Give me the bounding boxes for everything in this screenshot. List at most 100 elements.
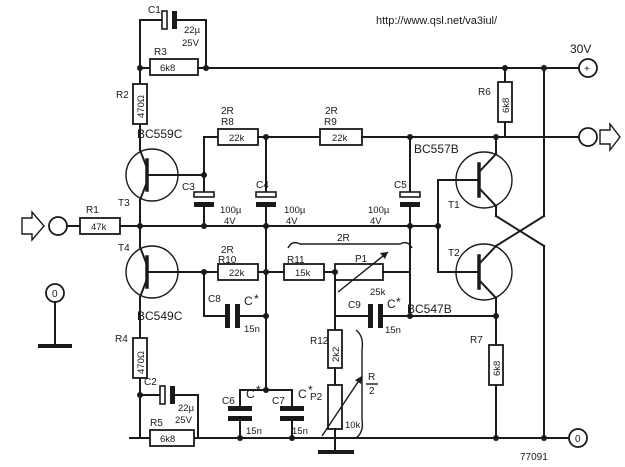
resistor-r2: R2 470Ω (116, 67, 148, 141)
two-r-bracket: 2R (287, 233, 413, 249)
r6-value: 6k8 (501, 98, 512, 113)
transistor-t3: BC559C T3 (118, 127, 183, 209)
resistor-r11: R11 15k (283, 255, 325, 281)
c4-ref: C4 (256, 180, 269, 191)
transistor-t4: T4 BC549C (118, 243, 183, 323)
ground-label-left: 0 (52, 289, 58, 300)
r10-ref: R10 (218, 255, 237, 266)
c6-value: 15n (246, 426, 262, 437)
c7-value: 15n (292, 426, 308, 437)
resistor-r12: R12 2k2 (310, 329, 343, 369)
c7-ref: C7 (272, 396, 285, 407)
t1-type: BC557B (414, 142, 459, 156)
r2-value: 470Ω (136, 95, 147, 118)
c1-ref: C1 (148, 5, 161, 16)
r7-value: 6k8 (492, 361, 503, 376)
c6-ref: C6 (222, 396, 235, 407)
resistor-r7: R7 6k8 (470, 297, 504, 439)
capacitor-c2: C2 22µ 25V (139, 377, 199, 439)
c3-ref: C3 (182, 182, 195, 193)
supply-terminal: + 30V (570, 42, 598, 78)
c8-star: * (254, 292, 259, 306)
r7-ref: R7 (470, 335, 483, 346)
c9-tag: C (387, 297, 396, 311)
c2-ref: C2 (144, 377, 157, 388)
capacitor-c4: C4 100µ 4V (255, 136, 306, 227)
source-url: http://www.qsl.net/va3iul/ (376, 15, 498, 27)
t1-ref: T1 (448, 200, 460, 211)
c7-star: * (308, 383, 313, 397)
capacitor-c3: C3 100µ 4V (182, 174, 242, 227)
c9-star: * (396, 295, 401, 309)
supply-voltage: 30V (570, 42, 591, 56)
cross-coupling (494, 67, 546, 439)
t2-ref: T2 (448, 248, 460, 259)
r-over-2-den: 2 (369, 386, 375, 397)
c2-value: 22µ (178, 403, 195, 414)
ground-label-right: 0 (575, 434, 581, 445)
transistor-t2: T2 BC547B (407, 243, 513, 316)
c3-value: 100µ (220, 205, 242, 216)
r12-value: 2k2 (331, 347, 342, 362)
resistor-r6: R6 6k8 (478, 67, 513, 138)
r12-ref: R12 (310, 336, 329, 347)
c9-ref: C9 (348, 300, 361, 311)
input-arrow-icon (21, 210, 45, 242)
r-over-2-num: R (368, 372, 375, 383)
r8-tag: 2R (221, 106, 234, 117)
r1-value: 47k (91, 222, 107, 233)
capacitor-c6: C6 C * 15n (222, 383, 262, 439)
c4-voltage: 4V (286, 216, 298, 227)
capacitor-c8: C8 C * 15n (203, 271, 267, 335)
r3-value: 6k8 (160, 63, 175, 74)
r5-ref: R5 (150, 418, 163, 429)
potentiometer-p2: P2 10k (310, 375, 363, 437)
capacitor-c9: C9 C * 15n (334, 271, 411, 336)
c1-voltage: 25V (182, 38, 200, 49)
r9-ref: R9 (324, 117, 337, 128)
p2-ref: P2 (310, 392, 323, 403)
resistor-r1: R1 47k (79, 205, 121, 235)
capacitor-c5: C5 100µ 4V (368, 136, 421, 227)
c5-value: 100µ (368, 205, 390, 216)
r9-tag: 2R (325, 106, 338, 117)
r1-ref: R1 (86, 205, 99, 216)
c4-value: 100µ (284, 205, 306, 216)
t3-type: BC559C (137, 127, 183, 141)
t4-type: BC549C (137, 309, 183, 323)
capacitor-c7: C7 C * 15n (272, 383, 313, 439)
output-terminal (578, 121, 621, 153)
ground-terminal-right: 0 (568, 428, 588, 448)
r10-tag: 2R (221, 245, 234, 256)
transistor-t1: BC557B T1 (414, 142, 513, 211)
c7-tag: C (298, 387, 307, 401)
r2-ref: R2 (116, 90, 129, 101)
resistor-r9: 2R R9 22k (319, 106, 363, 146)
resistor-r8: 2R R8 22k (217, 106, 259, 146)
input-terminal (48, 216, 68, 236)
c8-value: 15n (244, 324, 260, 335)
c2-voltage: 25V (175, 415, 193, 426)
two-r-label: 2R (337, 233, 350, 244)
c6-star: * (256, 383, 261, 397)
t2-type: BC547B (407, 302, 452, 316)
r8-value: 22k (229, 133, 245, 144)
r9-value: 22k (332, 133, 348, 144)
ground-terminal-left: 0 (38, 283, 72, 348)
p2-value: 10k (345, 420, 361, 431)
capacitor-c1: C1 22µ 25V (139, 5, 207, 69)
t4-ref: T4 (118, 243, 130, 254)
potentiometer-p1: P1 25k (334, 251, 389, 298)
output-arrow-icon (599, 121, 621, 153)
c1-value: 22µ (184, 25, 201, 36)
r11-value: 15k (295, 268, 311, 279)
c9-value: 15n (385, 325, 401, 336)
c5-voltage: 4V (370, 216, 382, 227)
r4-value: 470Ω (136, 351, 147, 374)
c6-tag: C (246, 387, 255, 401)
r-over-2-bracket: R 2 (355, 329, 378, 439)
r6-ref: R6 (478, 87, 491, 98)
r11-ref: R11 (287, 255, 305, 266)
r10-value: 22k (229, 268, 245, 279)
